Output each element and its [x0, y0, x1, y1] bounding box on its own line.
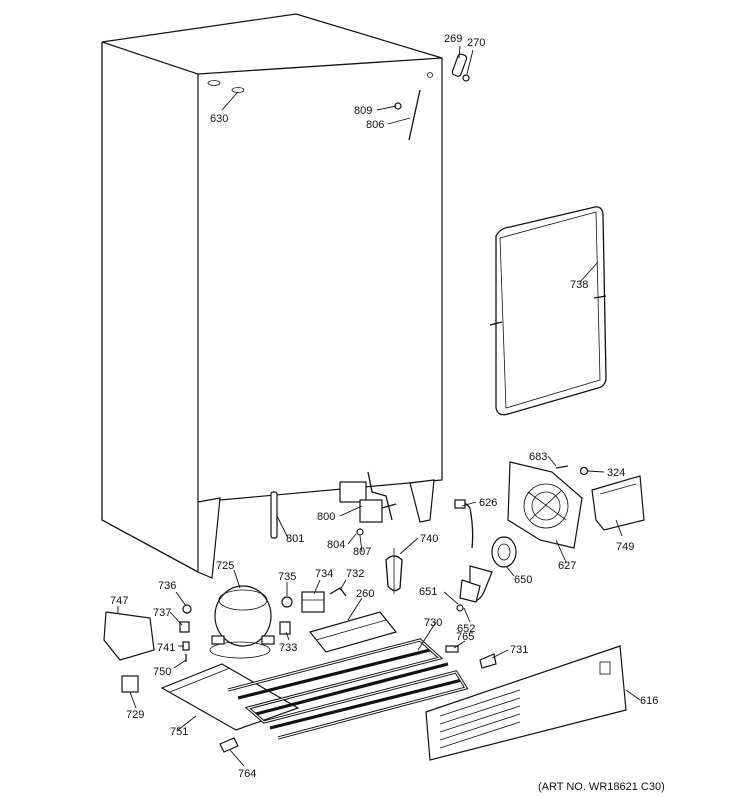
- callout-807: 807: [353, 546, 371, 558]
- part-260-drain-pan: [308, 611, 398, 653]
- leader-lines: [117, 45, 641, 767]
- part-616-grille: [425, 645, 627, 761]
- callout-806: 806: [366, 119, 384, 131]
- part-730-condenser: [227, 638, 469, 740]
- part-800-valve: [339, 471, 397, 536]
- art-number: (ART NO. WR18621 C30): [538, 781, 665, 793]
- callout-616: 616: [640, 695, 658, 707]
- part-747-cover: [103, 611, 155, 661]
- callout-630: 630: [210, 113, 228, 125]
- part-764-bracket: [219, 737, 239, 753]
- callout-741: 741: [157, 642, 175, 654]
- part-737-capacitor: [179, 621, 190, 633]
- callout-765: 765: [456, 631, 474, 643]
- callout-735: 735: [278, 571, 296, 583]
- callout-740: 740: [420, 533, 438, 545]
- callout-260: 260: [356, 588, 374, 600]
- part-734-overload: [301, 591, 325, 613]
- callout-269: 269: [444, 33, 462, 45]
- callout-801: 801: [286, 533, 304, 545]
- callout-labels: 269 270 630 809 806 738 683 324 626 749 …: [110, 33, 658, 780]
- callout-730: 730: [424, 617, 442, 629]
- callout-683: 683: [529, 451, 547, 463]
- part-801-tube: [270, 491, 278, 539]
- callout-764: 764: [238, 768, 256, 780]
- callout-736: 736: [158, 580, 176, 592]
- callout-749: 749: [616, 541, 634, 553]
- part-652-fan-blade: [456, 565, 493, 612]
- callout-751: 751: [170, 726, 188, 738]
- callout-729: 729: [126, 709, 144, 721]
- part-740-harness: [385, 548, 403, 594]
- part-725-compressor: [209, 585, 275, 659]
- part-732-clip: [329, 587, 347, 597]
- part-324-screw: [579, 466, 589, 476]
- callout-738: 738: [570, 279, 588, 291]
- part-736-clip: [182, 604, 192, 614]
- cabinet: [101, 13, 443, 579]
- callout-651: 651: [419, 586, 437, 598]
- callout-734: 734: [315, 568, 333, 580]
- part-749-cover: [591, 475, 645, 531]
- callout-324: 324: [607, 467, 625, 479]
- callout-650: 650: [514, 574, 532, 586]
- callout-750: 750: [153, 666, 171, 678]
- part-731-bracket: [479, 653, 497, 669]
- callout-800: 800: [317, 511, 335, 523]
- part-626-cord: [454, 499, 474, 549]
- callout-733: 733: [279, 642, 297, 654]
- callout-809: 809: [354, 105, 372, 117]
- part-683-screw: [555, 465, 569, 469]
- part-269-bracket: [451, 53, 470, 82]
- callout-626: 626: [479, 497, 497, 509]
- part-733-relay: [279, 621, 291, 635]
- callout-725: 725: [216, 560, 234, 572]
- callout-737: 737: [153, 607, 171, 619]
- callout-747: 747: [110, 595, 128, 607]
- part-765-clip: [445, 645, 459, 653]
- part-627-fan-shroud: [507, 461, 583, 549]
- callout-652: 652: [457, 623, 475, 635]
- callout-732: 732: [346, 568, 364, 580]
- part-729-relay: [121, 675, 139, 693]
- callout-270: 270: [467, 37, 485, 49]
- callout-627: 627: [558, 560, 576, 572]
- part-650-motor: [491, 536, 517, 568]
- part-735-grommet: [281, 596, 293, 608]
- part-738-gasket: [489, 206, 607, 416]
- callout-804: 804: [327, 539, 345, 551]
- callout-731: 731: [510, 644, 528, 656]
